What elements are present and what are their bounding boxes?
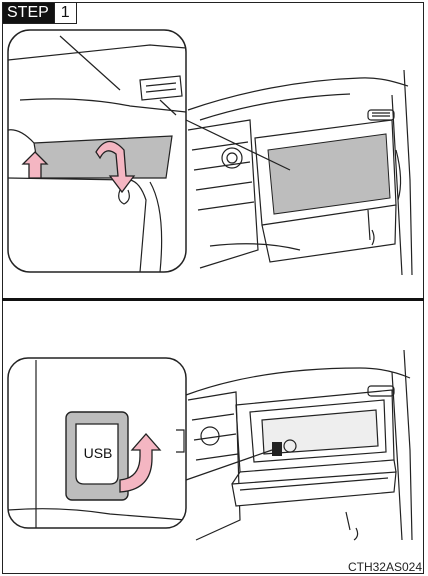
dashboard-illustration-bottom <box>186 350 412 540</box>
callout-leader-bottom <box>186 450 272 480</box>
figure-code: CTH32AS024 <box>348 560 422 574</box>
usb-port-small <box>272 442 282 456</box>
usb-label: USB <box>84 445 113 461</box>
